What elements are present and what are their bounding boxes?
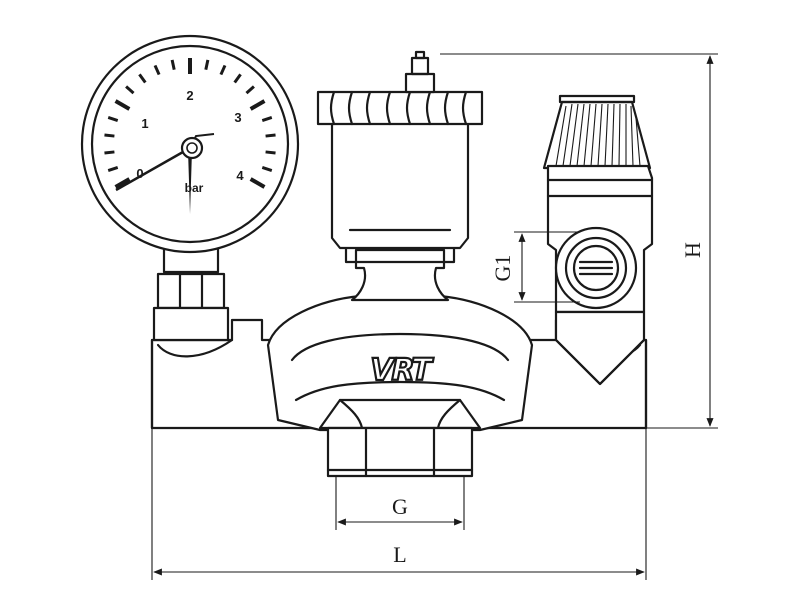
- air-vent: [316, 50, 484, 302]
- gauge-tick: [104, 150, 115, 155]
- gauge-tick: [245, 85, 255, 95]
- gauge-tick: [249, 99, 266, 111]
- gauge-needle: [115, 133, 215, 214]
- gauge-tick: [265, 150, 276, 155]
- gauge-tick: [261, 166, 273, 173]
- pressure-gauge: 0 1 2 3 4 bar: [80, 34, 300, 342]
- gauge-tick: [233, 73, 242, 84]
- gauge-tick: [249, 177, 266, 189]
- gauge-label-4: 4: [236, 168, 244, 183]
- brand-logo: VRT: [370, 353, 434, 388]
- dimension-l-label: L: [393, 542, 406, 567]
- dimension-g-label: G: [392, 494, 408, 519]
- gauge-unit-label: bar: [185, 181, 204, 195]
- gauge-tick: [107, 166, 119, 173]
- safety-cap-knurl: [555, 103, 641, 167]
- gauge-tick: [107, 115, 119, 122]
- safety-valve: [542, 94, 654, 386]
- gauge-scale-ticks: [104, 58, 276, 189]
- gauge-tick: [138, 73, 147, 84]
- gauge-label-0: 0: [136, 166, 143, 181]
- gauge-tick: [104, 133, 115, 138]
- gauge-tick: [170, 59, 176, 70]
- gauge-tick: [125, 85, 135, 95]
- gauge-tick: [114, 99, 131, 111]
- gauge-tick: [265, 133, 276, 138]
- dimension-lines: [151, 53, 718, 580]
- dimension-g1-label: G1: [490, 255, 515, 282]
- gauge-tick: [114, 177, 131, 189]
- gauge-label-3: 3: [234, 110, 241, 125]
- gauge-tick: [219, 64, 227, 76]
- gauge-tick: [153, 64, 161, 76]
- gauge-label-1: 1: [141, 116, 148, 131]
- vent-cap-ribs: [329, 90, 468, 126]
- gauge-tick: [204, 59, 210, 70]
- dimension-h-label: H: [680, 242, 705, 258]
- gauge-tick: [261, 115, 273, 122]
- manifold-body: [150, 294, 648, 478]
- gauge-label-2: 2: [186, 88, 193, 103]
